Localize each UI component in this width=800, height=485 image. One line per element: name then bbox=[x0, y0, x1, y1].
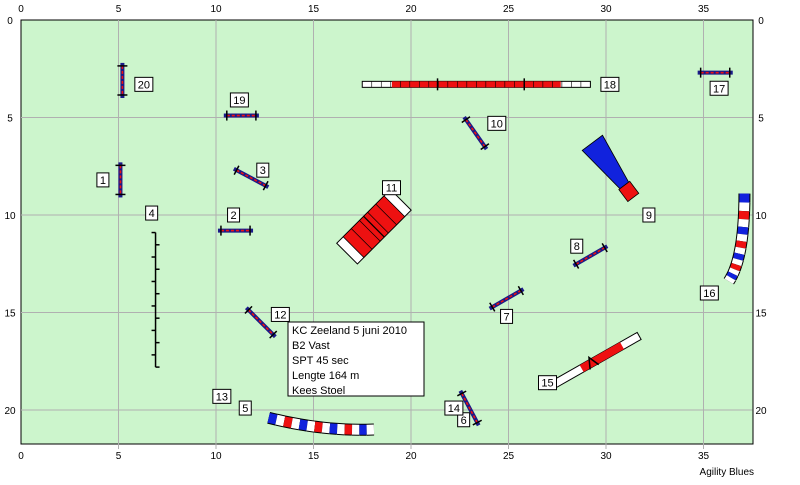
y-tick-label-left: 15 bbox=[4, 309, 16, 320]
y-tick-label-right: 20 bbox=[755, 406, 767, 417]
tunnel-segment bbox=[742, 227, 743, 234]
tunnel-segment bbox=[739, 248, 740, 254]
obstacle-label-16: 16 bbox=[700, 286, 718, 300]
label-number: 15 bbox=[541, 378, 553, 390]
obstacle-label-20: 20 bbox=[135, 77, 153, 91]
x-tick-label-bottom: 5 bbox=[116, 451, 122, 462]
x-tick-label-top: 20 bbox=[405, 4, 417, 15]
label-number: 11 bbox=[386, 183, 397, 195]
tunnel-segment bbox=[269, 418, 277, 420]
tunnel-segment bbox=[742, 234, 743, 241]
x-tick-label-bottom: 15 bbox=[308, 451, 320, 462]
label-number: 7 bbox=[503, 311, 509, 323]
obstacle-label-5: 5 bbox=[239, 401, 251, 415]
label-number: 17 bbox=[713, 83, 725, 95]
x-tick-label-top: 10 bbox=[210, 4, 222, 15]
tunnel-segment bbox=[738, 254, 739, 260]
x-tick-label-bottom: 35 bbox=[698, 451, 710, 462]
x-tick-label-bottom: 10 bbox=[210, 451, 222, 462]
obstacle-label-9: 9 bbox=[643, 208, 655, 222]
label-number: 19 bbox=[233, 95, 245, 107]
label-number: 9 bbox=[646, 210, 652, 222]
obstacle-label-14: 14 bbox=[445, 401, 463, 415]
info-line-length: Lengte 164 m bbox=[292, 370, 359, 382]
tunnel-segment bbox=[731, 274, 733, 278]
obstacle-label-13: 13 bbox=[213, 389, 231, 403]
obstacle-label-4: 4 bbox=[146, 206, 158, 220]
info-line-event: KC Zeeland 5 juni 2010 bbox=[292, 325, 407, 337]
course-info-box: KC Zeeland 5 juni 2010 B2 Vast SPT 45 se… bbox=[288, 322, 424, 397]
tunnel-segment bbox=[307, 426, 315, 427]
obstacle-label-17: 17 bbox=[710, 81, 728, 95]
label-number: 8 bbox=[574, 241, 580, 253]
tunnel-segment bbox=[733, 269, 735, 273]
obstacle-label-1: 1 bbox=[97, 173, 109, 187]
tunnel-segment bbox=[736, 259, 738, 264]
x-tick-label-top: 25 bbox=[503, 4, 515, 15]
x-tick-label-bottom: 0 bbox=[18, 451, 24, 462]
obstacle-label-7: 7 bbox=[501, 309, 513, 323]
tunnel-segment bbox=[735, 265, 737, 270]
obstacle-label-2: 2 bbox=[228, 208, 240, 222]
x-tick-label-top: 15 bbox=[308, 4, 320, 15]
tunnel-segment bbox=[741, 241, 742, 247]
tunnel-segment bbox=[743, 219, 744, 227]
y-tick-label-left: 5 bbox=[7, 114, 13, 125]
info-line-class: B2 Vast bbox=[292, 340, 330, 352]
x-tick-label-bottom: 30 bbox=[600, 451, 612, 462]
info-line-judge: Kees Stoel bbox=[292, 385, 345, 397]
obstacle-label-10: 10 bbox=[488, 116, 506, 130]
y-tick-label-right: 10 bbox=[755, 211, 767, 222]
x-tick-label-top: 35 bbox=[698, 4, 710, 15]
y-tick-label-right: 15 bbox=[755, 309, 767, 320]
obstacle-label-8: 8 bbox=[571, 239, 583, 253]
x-tick-label-top: 30 bbox=[600, 4, 612, 15]
x-tick-label-bottom: 20 bbox=[405, 451, 417, 462]
credit-text: Agility Blues bbox=[700, 467, 754, 478]
y-tick-label-left: 10 bbox=[4, 211, 16, 222]
label-number: 10 bbox=[491, 118, 503, 130]
obstacle-label-19: 19 bbox=[230, 93, 248, 107]
label-number: 12 bbox=[274, 309, 286, 321]
obstacle-label-3: 3 bbox=[257, 163, 269, 177]
tunnel-segment bbox=[322, 428, 330, 429]
label-number: 18 bbox=[604, 79, 616, 91]
x-tick-label-top: 5 bbox=[116, 4, 122, 15]
tunnel-segment bbox=[276, 420, 284, 422]
tunnel-segment bbox=[292, 423, 300, 424]
tunnel-segment bbox=[284, 421, 292, 423]
label-number: 1 bbox=[100, 175, 106, 187]
label-number: 4 bbox=[149, 208, 155, 220]
label-number: 5 bbox=[242, 403, 248, 415]
label-number: 6 bbox=[461, 415, 467, 427]
label-number: 2 bbox=[230, 210, 236, 222]
tunnel-segment bbox=[315, 427, 323, 428]
y-tick-label-left: 20 bbox=[4, 406, 16, 417]
label-number: 20 bbox=[138, 79, 150, 91]
label-number: 3 bbox=[260, 165, 266, 177]
obstacle-label-15: 15 bbox=[539, 376, 557, 390]
obstacle-label-12: 12 bbox=[271, 307, 289, 321]
label-number: 16 bbox=[703, 288, 715, 300]
x-tick-label-bottom: 25 bbox=[503, 451, 515, 462]
tunnel-segment bbox=[729, 278, 731, 282]
y-tick-label-right: 5 bbox=[758, 114, 764, 125]
obstacle-label-18: 18 bbox=[601, 77, 619, 91]
obstacle-label-11: 11 bbox=[383, 181, 401, 195]
y-tick-label-left: 0 bbox=[7, 16, 13, 27]
info-line-spt: SPT 45 sec bbox=[292, 355, 349, 367]
tunnel-segment bbox=[300, 424, 308, 425]
label-number: 13 bbox=[216, 391, 228, 403]
y-tick-label-right: 0 bbox=[758, 16, 764, 27]
tunnel-segment bbox=[330, 428, 337, 429]
x-tick-label-top: 0 bbox=[18, 4, 24, 15]
label-number: 14 bbox=[448, 403, 460, 415]
